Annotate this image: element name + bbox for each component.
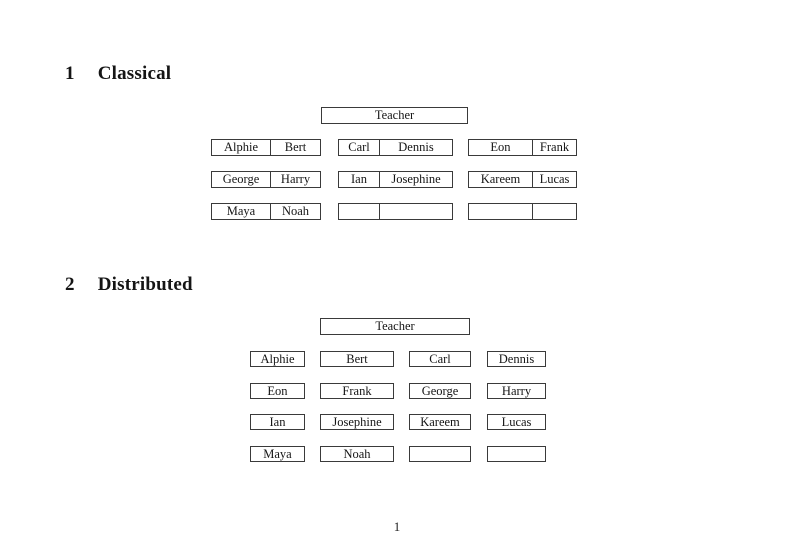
desk: Maya	[250, 446, 305, 462]
desk-seat: Bert	[284, 140, 307, 155]
desk: Ian	[250, 414, 305, 430]
desk-seat: George	[421, 383, 459, 398]
desk: Kareem	[409, 414, 471, 430]
section-number: 2	[65, 274, 75, 295]
teacher-label: Teacher	[374, 108, 415, 123]
desk: Eon	[250, 383, 305, 399]
desk-seat: Bert	[346, 351, 368, 366]
section-title: Distributed	[97, 274, 193, 295]
desk: Eon Frank	[468, 139, 577, 156]
desk-seat: Ian	[339, 172, 380, 187]
desk-seat: Kareem	[420, 414, 460, 429]
desk-seat: Carl	[339, 140, 380, 155]
desk	[338, 203, 453, 220]
desk-seat: Harry	[280, 172, 311, 187]
desk-seat: Carl	[429, 351, 451, 366]
desk: Kareem Lucas	[468, 171, 577, 188]
desk: George	[409, 383, 471, 399]
desk-seat: Noah	[281, 204, 310, 219]
desk-seat: Eon	[267, 383, 288, 398]
desk	[487, 446, 546, 462]
desk-seat: Josephine	[332, 414, 382, 429]
desk-seat: Alphie	[260, 351, 295, 366]
desk-seat	[533, 204, 576, 219]
desk-seat: Maya	[263, 446, 292, 461]
desk: Harry	[487, 383, 546, 399]
desk-seat	[488, 447, 545, 461]
desk-seat: Noah	[343, 446, 371, 461]
desk: Bert	[320, 351, 394, 367]
desk: George Harry	[211, 171, 321, 188]
desk: Alphie Bert	[211, 139, 321, 156]
page-number: 1	[393, 519, 401, 534]
section-heading-distributed: 2 Distributed	[65, 274, 193, 296]
desk: Dennis	[487, 351, 546, 367]
desk: Carl	[409, 351, 471, 367]
desk-seat	[339, 204, 380, 219]
desk: Frank	[320, 383, 394, 399]
desk: Alphie	[250, 351, 305, 367]
section-title: Classical	[97, 63, 172, 84]
desk-seat: Kareem	[469, 172, 533, 187]
desk-seat: Harry	[501, 383, 532, 398]
desk-seat: Frank	[342, 383, 372, 398]
desk-seat: Frank	[539, 140, 570, 155]
teacher-desk: Teacher	[321, 107, 468, 124]
teacher-desk: Teacher	[320, 318, 470, 335]
desk: Carl Dennis	[338, 139, 453, 156]
desk-seat: Maya	[212, 204, 271, 219]
teacher-label: Teacher	[375, 319, 415, 334]
desk-seat	[410, 447, 470, 461]
desk: Josephine	[320, 414, 394, 430]
desk-seat	[380, 204, 452, 219]
desk-seat: Josephine	[391, 172, 441, 187]
desk: Lucas	[487, 414, 546, 430]
desk	[409, 446, 471, 462]
desk: Noah	[320, 446, 394, 462]
desk: Maya Noah	[211, 203, 321, 220]
desk-seat: Eon	[469, 140, 533, 155]
desk-seat	[469, 204, 533, 219]
desk-seat: Lucas	[539, 172, 570, 187]
desk-seat: Dennis	[398, 140, 434, 155]
section-number: 1	[65, 63, 75, 84]
desk: Ian Josephine	[338, 171, 453, 188]
desk-seat: Ian	[269, 414, 286, 429]
desk-seat: Lucas	[501, 414, 532, 429]
desk-seat: Alphie	[212, 140, 271, 155]
desk-seat: George	[212, 172, 271, 187]
desk	[468, 203, 577, 220]
section-heading-classical: 1 Classical	[65, 63, 171, 85]
desk-seat: Dennis	[498, 351, 535, 366]
